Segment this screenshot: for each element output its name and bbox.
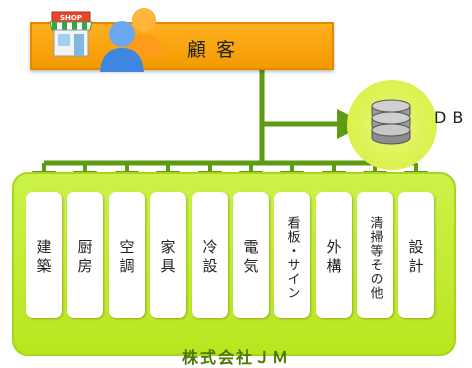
department-label: 空調 xyxy=(117,239,136,277)
department-label: 建築 xyxy=(34,239,53,277)
department-card-seiso-other: 清掃等その他 xyxy=(357,192,393,318)
department-card-reisetsu: 冷設 xyxy=(192,192,228,318)
company-name-label: 株式会社ＪＭ xyxy=(181,348,290,367)
department-label: 清掃等その他 xyxy=(367,216,383,300)
department-label: 家具 xyxy=(158,239,177,277)
shop-icon: SHOP xyxy=(49,11,93,57)
department-card-gaiko: 外構 xyxy=(316,192,352,318)
department-card-kanban-sign: 看板・サイン xyxy=(274,192,310,318)
customers-people-icon xyxy=(100,8,164,72)
department-card-denki: 電気 xyxy=(233,192,269,318)
department-card-sekkei: 設計 xyxy=(398,192,434,318)
department-card-kagu: 家具 xyxy=(150,192,186,318)
database-icon xyxy=(371,99,411,145)
db-label: DB xyxy=(434,108,470,127)
department-label: 冷設 xyxy=(200,239,219,277)
department-label: 電気 xyxy=(241,239,260,277)
department-label: 外構 xyxy=(324,239,343,277)
department-label: 看板・サイン xyxy=(284,216,300,300)
customer-label: 顧客 xyxy=(187,39,246,61)
shop-sign-text: SHOP xyxy=(60,14,82,22)
department-label: 設計 xyxy=(406,239,425,277)
department-card-chubo: 厨房 xyxy=(67,192,103,318)
department-card-kucho: 空調 xyxy=(109,192,145,318)
department-card-kenchiku: 建築 xyxy=(26,192,62,318)
department-label: 厨房 xyxy=(75,239,94,277)
